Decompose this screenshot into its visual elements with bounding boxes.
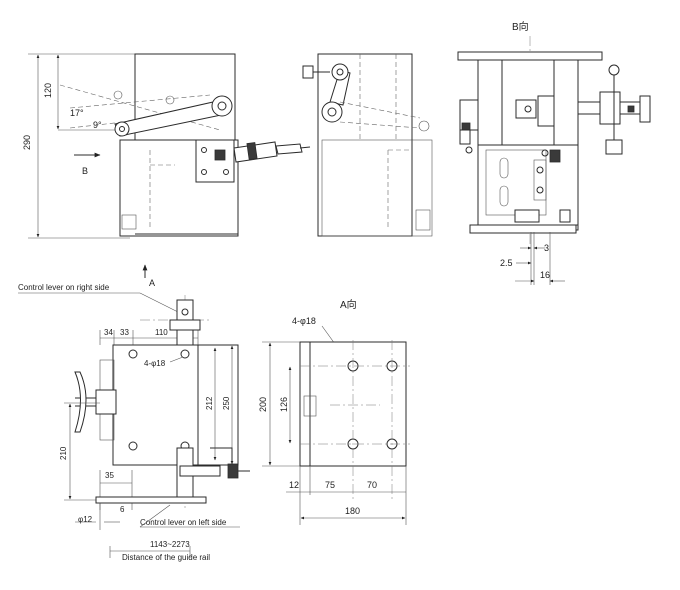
dim-250-label: 250 [222,396,231,410]
rail-range-label: 1143~2273 [150,540,190,549]
holes-label-left: 4-φ18 [144,359,166,368]
control-left-label: Control lever on left side [140,518,227,527]
actuator-bracket [195,139,235,183]
dim-75-label: 75 [325,480,335,490]
dim-2-5-label: 2.5 [500,258,513,268]
control-right-label: Control lever on right side [18,283,110,292]
dim-70-label: 70 [367,480,377,490]
dim-200-label: 200 [258,397,268,412]
view-a: A向 4-φ18 200 126 12 75 70 180 [258,298,410,525]
dim-34-label: 34 [104,328,113,337]
top-plate [457,51,603,61]
dim-6-label: 6 [120,505,125,514]
left-plate [112,344,199,466]
angle-17-label: 17° [70,108,84,118]
pivot-hub [321,101,343,123]
dim-33-label: 33 [120,328,129,337]
dim-12-label: 12 [289,480,299,490]
dim-212-label: 212 [205,396,214,410]
dim-126-label: 126 [279,397,289,412]
rail-distance-label: Distance of the guide rail [122,553,210,562]
view-b: B向 [457,20,651,285]
dim-3-label: 3 [544,243,549,253]
plan-view-bottom: A Control lever on right side 34 33 110 … [18,264,250,562]
side-view-left: 290 120 17° 9° [22,53,311,239]
dim-16-label: 16 [540,270,550,280]
guide-lever-bar [95,496,207,504]
view-a-title: A向 [340,298,357,311]
view-b-title: B向 [512,20,529,33]
dim-180-label: 180 [345,506,360,516]
holes-label-a: 4-φ18 [292,316,316,326]
side-view-middle [302,53,433,237]
phi12-label: φ12 [78,515,93,524]
dim-110-label: 110 [155,328,168,337]
dim-210-label: 210 [59,446,68,460]
housing-middle [317,53,413,237]
dim-120-label: 120 [43,83,53,98]
arrow-a-label: A [149,278,155,288]
angle-9-label: 9° [93,120,102,130]
arrow-b-label: B [82,166,88,176]
dim-290-label: 290 [22,135,32,150]
dim-35-label: 35 [105,471,114,480]
